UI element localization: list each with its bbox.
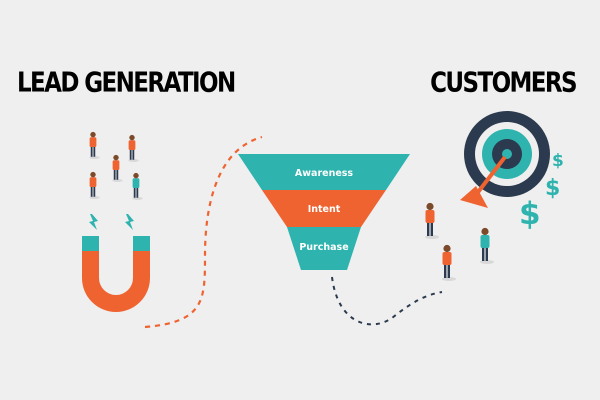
funnel-stage-awareness	[238, 154, 410, 190]
dollar-sign-icon: $ $ $	[519, 151, 564, 232]
funnel-stage-purchase	[287, 227, 361, 270]
dollar-sign-large: $	[519, 196, 541, 232]
dollar-sign-small: $	[552, 151, 564, 171]
customers-heading: CUSTOMERS	[430, 68, 577, 99]
person-icon	[89, 171, 100, 199]
person-icon	[425, 202, 439, 239]
spark-icon	[89, 214, 134, 230]
person-icon	[89, 131, 100, 159]
funnel-label-intent: Intent	[308, 204, 341, 215]
dollar-sign-medium: $	[545, 176, 560, 201]
lead-people-group	[89, 131, 143, 200]
target-icon	[464, 111, 550, 197]
funnel-label-awareness: Awareness	[295, 168, 354, 179]
person-icon	[112, 154, 123, 182]
connector-magnet-to-funnel	[144, 135, 263, 329]
funnel-label-purchase: Purchase	[299, 242, 348, 253]
funnel: Awareness Intent Purchase	[238, 154, 410, 270]
customer-people-group	[425, 202, 494, 281]
person-icon	[442, 244, 456, 281]
person-icon	[128, 134, 139, 162]
magnet-icon	[82, 236, 150, 312]
person-icon	[132, 172, 143, 200]
connector-funnel-to-customers	[331, 276, 443, 326]
arrow-icon	[460, 155, 507, 208]
person-icon	[480, 227, 494, 264]
lead-generation-heading: LEAD GENERATION	[17, 68, 236, 99]
funnel-stage-intent	[262, 190, 386, 227]
